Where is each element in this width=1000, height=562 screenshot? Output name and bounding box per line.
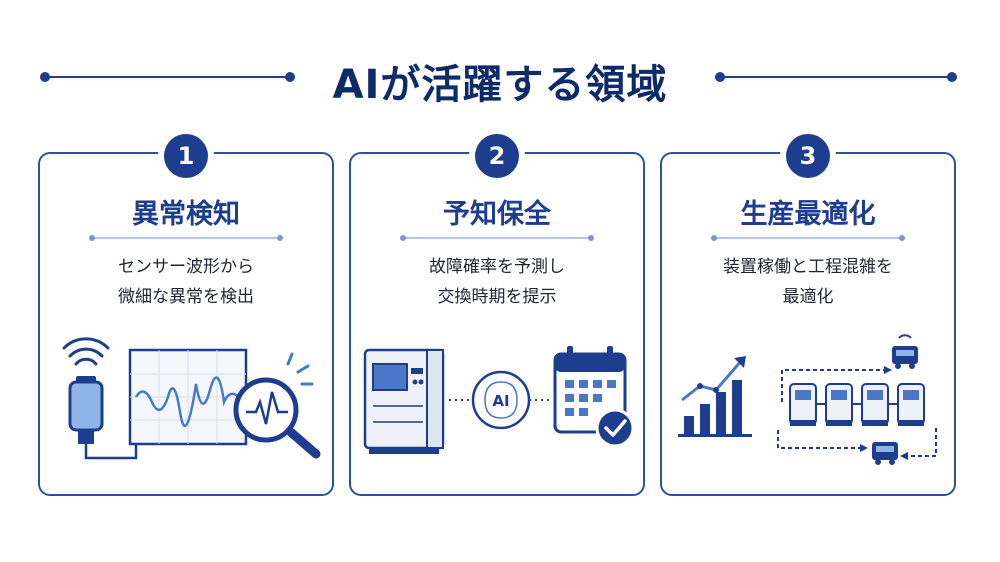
- card-production-optimization: 3 生産最適化 装置稼働と工程混雑を 最適化: [660, 134, 956, 496]
- magnifier-icon: [233, 352, 321, 459]
- card-description: センサー波形から 微細な異常を検出: [40, 252, 332, 312]
- title-dot: [285, 72, 295, 82]
- card-divider: [711, 235, 905, 241]
- description-line: 微細な異常を検出: [118, 287, 254, 307]
- description-line: 交換時期を提示: [437, 287, 557, 307]
- card-title: 異常検知: [132, 199, 240, 230]
- title-row: AIが活躍する領域: [0, 40, 1000, 110]
- card-divider: [89, 235, 283, 241]
- wifi-icon: [62, 337, 110, 366]
- anomaly-illustration: [62, 337, 321, 460]
- card-description: 故障確率を予測し 交換時期を提示: [351, 252, 643, 312]
- sensor-icon: [68, 376, 104, 444]
- optimization-illustration: [678, 334, 937, 465]
- ai-brain-icon: AI: [471, 370, 531, 430]
- description-line: 最適化: [782, 287, 834, 307]
- card-divider: [400, 235, 594, 241]
- card-description: 装置稼働と工程混雑を 最適化: [662, 252, 954, 312]
- agv-icon: [872, 334, 918, 465]
- machine-icon: [363, 348, 445, 454]
- card-title: 予知保全: [443, 199, 551, 230]
- step-number-badge: 1: [164, 134, 208, 178]
- ai-label: AI: [492, 392, 509, 410]
- bar-chart-icon: [678, 380, 752, 437]
- title-line-right: [720, 76, 952, 78]
- description-line: 故障確率を予測し: [429, 257, 565, 277]
- trend-arrow-icon: [681, 356, 746, 402]
- card-predictive-maintenance: 2 予知保全 故障確率を予測し 交換時期を提示 AI: [349, 134, 645, 496]
- description-line: 装置稼働と工程混雑を: [723, 257, 893, 277]
- step-number-badge: 3: [786, 134, 830, 178]
- title-dot: [947, 72, 957, 82]
- card-title: 生産最適化: [740, 199, 876, 230]
- step-number-badge: 2: [475, 134, 519, 178]
- equipment-flow-icon: [777, 366, 937, 460]
- title-line-left: [46, 76, 290, 78]
- maintenance-illustration: AI: [363, 346, 635, 454]
- title-dot: [715, 72, 725, 82]
- card-anomaly-detection: 1 異常検知 センサー波形から 微細な異常を検出: [38, 134, 334, 496]
- description-line: センサー波形から: [118, 257, 254, 277]
- waveform-monitor-icon: [128, 348, 248, 446]
- sensor-cable: [84, 442, 138, 460]
- check-icon: [595, 408, 635, 448]
- page-title: AIが活躍する領域: [332, 62, 668, 108]
- title-dot: [40, 72, 50, 82]
